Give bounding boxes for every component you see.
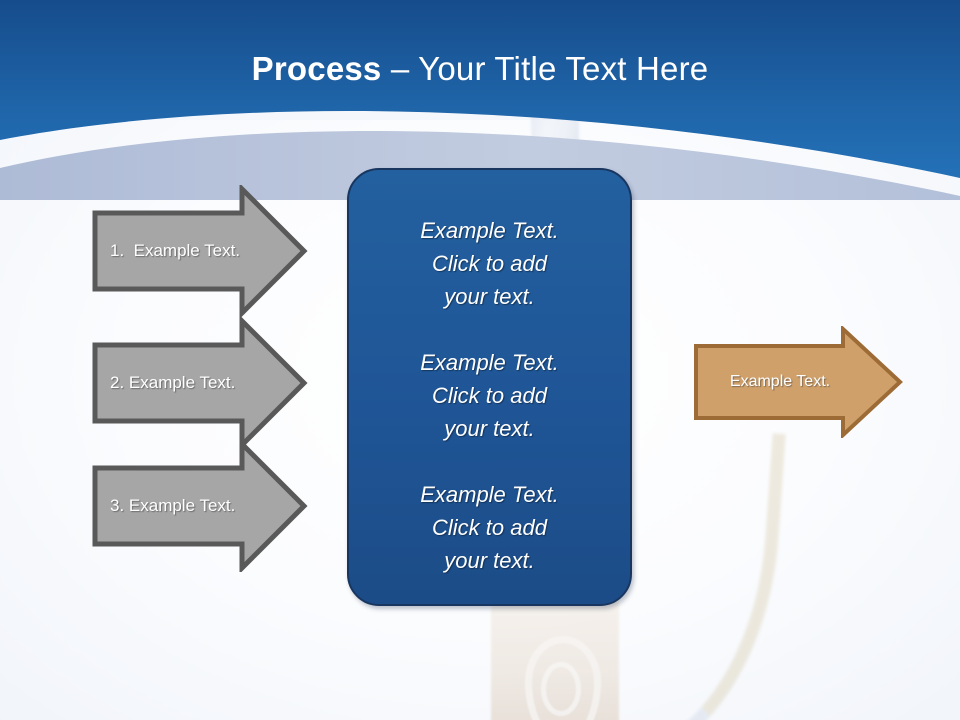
arrow-right-icon (694, 324, 903, 440)
process-box[interactable]: Example Text. Click to add your text. Ex… (347, 168, 632, 606)
arrow-right-icon (92, 182, 308, 320)
slide-title-rest: – Your Title Text Here (381, 50, 709, 87)
arrow-right-icon (92, 437, 308, 575)
slide-title: Process – Your Title Text Here (0, 49, 960, 89)
process-paragraph-3: Example Text. Click to add your text. (420, 482, 559, 573)
input-arrow-1[interactable]: 1. Example Text. (92, 182, 308, 320)
process-paragraph-1: Example Text. Click to add your text. (420, 218, 559, 309)
input-arrow-2[interactable]: 2. Example Text. (92, 314, 308, 452)
input-arrow-3[interactable]: 3. Example Text. (92, 437, 308, 575)
slide-header-band: Process – Your Title Text Here (0, 0, 960, 200)
slide-title-strong: Process (251, 50, 382, 87)
header-swoosh-graphic (0, 0, 960, 200)
watermark-medallion-inner (541, 662, 581, 716)
watermark-medallion-outer (525, 636, 601, 720)
arrow-right-icon (92, 314, 308, 452)
process-box-content: Example Text. Click to add your text. Ex… (349, 214, 630, 577)
process-paragraph-2: Example Text. Click to add your text. (420, 350, 559, 441)
output-arrow[interactable]: Example Text. (694, 324, 904, 440)
